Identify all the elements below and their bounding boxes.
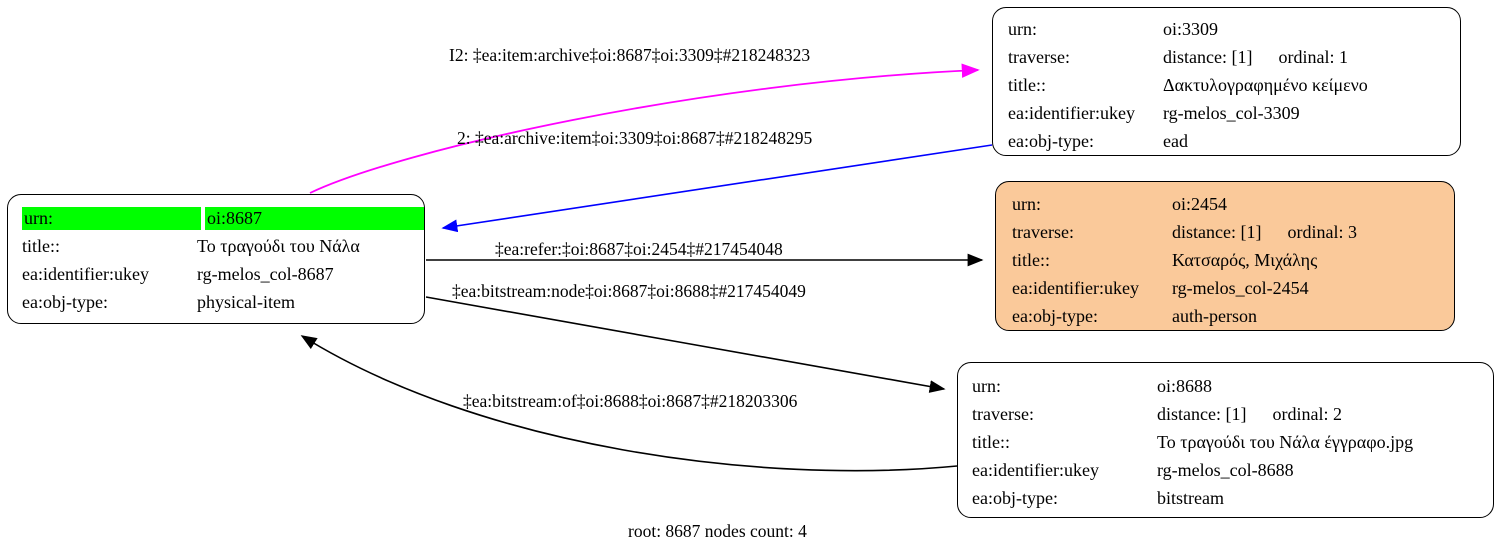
row-key: urn: [1012,193,1041,214]
graph-caption: root: 8687 nodes count: 4 [628,521,807,541]
row-key: title:: [1012,249,1050,270]
row-key: traverse: [1008,46,1070,67]
node-row-objtype: ea:obj-type: ead [1008,129,1188,153]
node-row-title: title:: Το τραγούδι του Νάλα [22,234,412,258]
node-row-traverse: traverse: distance: [1] ordinal: 1 [1008,45,1348,69]
node-row-ukey: ea:identifier:ukey rg-melos_col-8688 [972,458,1294,482]
edge-label-item-archive: I2: ‡ea:item:archive‡oi:8687‡oi:3309‡#21… [449,45,811,65]
row-key: title:: [972,431,1010,452]
row-value: Το τραγούδι του Νάλα [197,235,360,256]
row-key: ea:obj-type: [22,291,108,312]
traverse-ordinal: ordinal: 2 [1272,403,1342,424]
row-key: urn: [22,206,201,230]
row-value: rg-melos_col-8687 [197,263,334,284]
row-value: Το τραγούδι του Νάλα έγγραφο.jpg [1157,431,1414,452]
edge-label-bitstream-node: ‡ea:bitstream:node‡oi:8687‡oi:8688‡#2174… [452,281,806,301]
row-value: distance: [1] ordinal: 1 [1163,47,1348,68]
node-row-objtype: ea:obj-type: physical-item [22,290,412,314]
row-value: distance: [1] ordinal: 2 [1157,404,1342,425]
row-value: bitstream [1157,487,1224,508]
row-value: Δακτυλογραφημένο κείμενο [1163,74,1368,95]
row-value: oi:8688 [1157,375,1213,396]
row-key: ea:identifier:ukey [1008,102,1135,123]
row-key: ea:identifier:ukey [22,263,149,284]
traverse-distance: distance: [1] [1172,221,1262,242]
row-value: rg-melos_col-8688 [1157,459,1294,480]
node-row-traverse: traverse: distance: [1] ordinal: 2 [972,402,1342,426]
row-key: urn: [972,375,1001,396]
node-row-ukey: ea:identifier:ukey rg-melos_col-8687 [22,262,412,286]
node-row-urn: urn: oi:8688 [972,374,1212,398]
edge-label-refer: ‡ea:refer:‡oi:8687‡oi:2454‡#217454048 [495,239,783,259]
node-row-ukey: ea:identifier:ukey rg-melos_col-3309 [1008,101,1300,125]
traverse-distance: distance: [1] [1157,403,1247,424]
row-value: oi:3309 [1163,18,1219,39]
node-row-urn: urn: oi:2454 [1012,192,1227,216]
edge-archive-item [441,144,993,233]
row-value: Κατσαρός, Μιχάλης [1172,249,1318,270]
row-key: ea:identifier:ukey [972,459,1099,480]
row-key: traverse: [1012,221,1074,242]
traverse-ordinal: ordinal: 1 [1278,46,1348,67]
node-row-urn: urn: oi:8687 [22,206,424,230]
row-value: oi:2454 [1172,193,1228,214]
row-value: ead [1163,130,1188,151]
row-key: title:: [1008,74,1046,95]
node-row-title: title:: Το τραγούδι του Νάλα έγγραφο.jpg [972,430,1413,454]
node-oi-3309[interactable]: urn: oi:3309 traverse: distance: [1] ordi… [992,7,1461,156]
node-row-ukey: ea:identifier:ukey rg-melos_col-2454 [1012,276,1309,300]
node-oi-2454[interactable]: urn: oi:2454 traverse: distance: [1] ordi… [995,181,1455,331]
row-key: ea:obj-type: [972,487,1058,508]
node-row-traverse: traverse: distance: [1] ordinal: 3 [1012,220,1357,244]
traverse-ordinal: ordinal: 3 [1287,221,1357,242]
row-value: physical-item [197,291,295,312]
row-key: traverse: [972,403,1034,424]
row-value: oi:8687 [205,206,424,230]
node-row-title: title:: Δακτυλογραφημένο κείμενο [1008,73,1368,97]
node-row-urn: urn: oi:3309 [1008,17,1218,41]
row-value: auth-person [1172,305,1257,326]
node-oi-8687[interactable]: urn: oi:8687 title:: Το τραγούδι του Νάλ… [7,194,425,324]
row-value: distance: [1] ordinal: 3 [1172,222,1357,243]
edge-bitstream-node [425,296,946,393]
row-value: rg-melos_col-3309 [1163,102,1300,123]
node-row-objtype: ea:obj-type: auth-person [1012,304,1257,328]
row-key: ea:identifier:ukey [1012,277,1139,298]
edge-label-bitstream-of: ‡ea:bitstream:of‡oi:8688‡oi:8687‡#218203… [463,391,798,411]
row-value: rg-melos_col-2454 [1172,277,1309,298]
row-key: title:: [22,235,60,256]
row-key: ea:obj-type: [1008,130,1094,151]
edge-label-archive-item: 2: ‡ea:archive:item‡oi:3309‡oi:8687‡#218… [457,128,813,148]
traverse-distance: distance: [1] [1163,46,1253,67]
row-key: urn: [1008,18,1037,39]
node-row-objtype: ea:obj-type: bitstream [972,486,1224,510]
node-row-title: title:: Κατσαρός, Μιχάλης [1012,248,1317,272]
row-key: ea:obj-type: [1012,305,1098,326]
node-oi-8688[interactable]: urn: oi:8688 traverse: distance: [1] ordi… [957,362,1494,518]
